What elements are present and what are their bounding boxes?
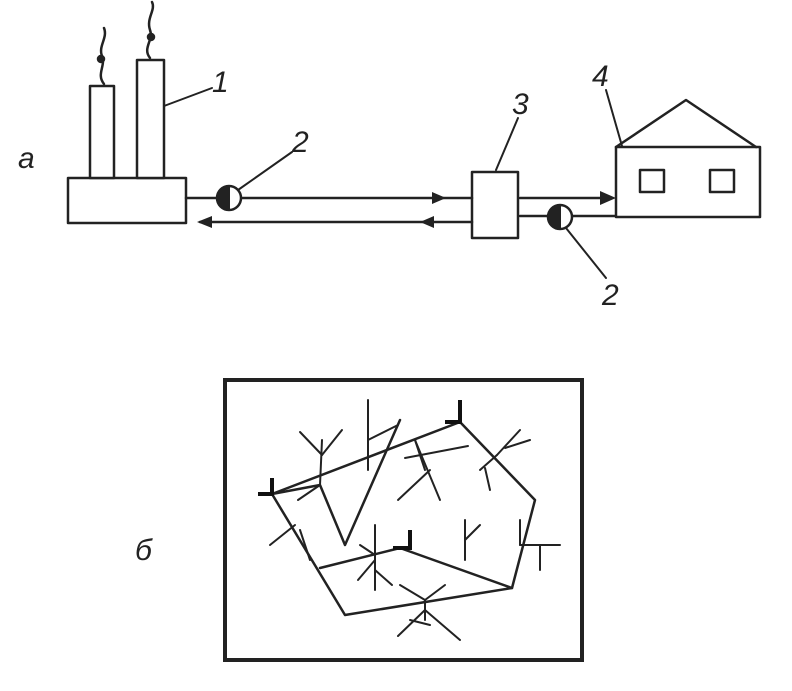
plant-building bbox=[66, 176, 188, 225]
inner-link-2 bbox=[318, 546, 402, 570]
branch-trees bbox=[269, 399, 561, 641]
arrow-supply-2 bbox=[600, 191, 616, 205]
leader-2-top bbox=[237, 151, 293, 191]
leader-3 bbox=[495, 117, 519, 171]
part-a-label: а bbox=[18, 142, 35, 175]
consumer-building bbox=[614, 98, 762, 219]
part-b-label: б bbox=[135, 534, 153, 567]
label-source: 1 bbox=[212, 66, 229, 99]
house-window-left bbox=[638, 168, 666, 194]
house-roof bbox=[614, 98, 758, 149]
chimney-left bbox=[88, 84, 116, 180]
label-pump-bottom: 2 bbox=[601, 279, 619, 312]
source-marker-2 bbox=[258, 478, 274, 496]
source-marker-3 bbox=[393, 530, 412, 550]
leader-4 bbox=[605, 89, 623, 147]
network-frame bbox=[223, 378, 584, 662]
arrow-supply-1 bbox=[432, 192, 446, 204]
arrow-return-1 bbox=[420, 216, 434, 228]
pump-icon-top bbox=[215, 184, 243, 212]
substation-box bbox=[470, 170, 520, 240]
inner-link-3 bbox=[398, 546, 514, 590]
heat-source-plant bbox=[66, 0, 188, 225]
label-consumer: 4 bbox=[592, 60, 609, 93]
label-substation: 3 bbox=[512, 88, 529, 121]
leader-1 bbox=[163, 87, 213, 107]
source-marker-1 bbox=[445, 400, 462, 424]
house-window-right bbox=[708, 168, 736, 194]
inner-link-1 bbox=[270, 418, 402, 547]
arrow-return-2 bbox=[197, 216, 212, 228]
leader-2-bottom bbox=[565, 227, 607, 279]
smoke-right bbox=[145, 0, 155, 60]
chimney-right bbox=[135, 58, 166, 180]
source-markers bbox=[258, 400, 462, 550]
house-body bbox=[614, 145, 762, 219]
label-pump-top: 2 bbox=[291, 126, 309, 159]
flow-arrows bbox=[197, 191, 616, 228]
pump-icon-bottom bbox=[546, 203, 574, 231]
